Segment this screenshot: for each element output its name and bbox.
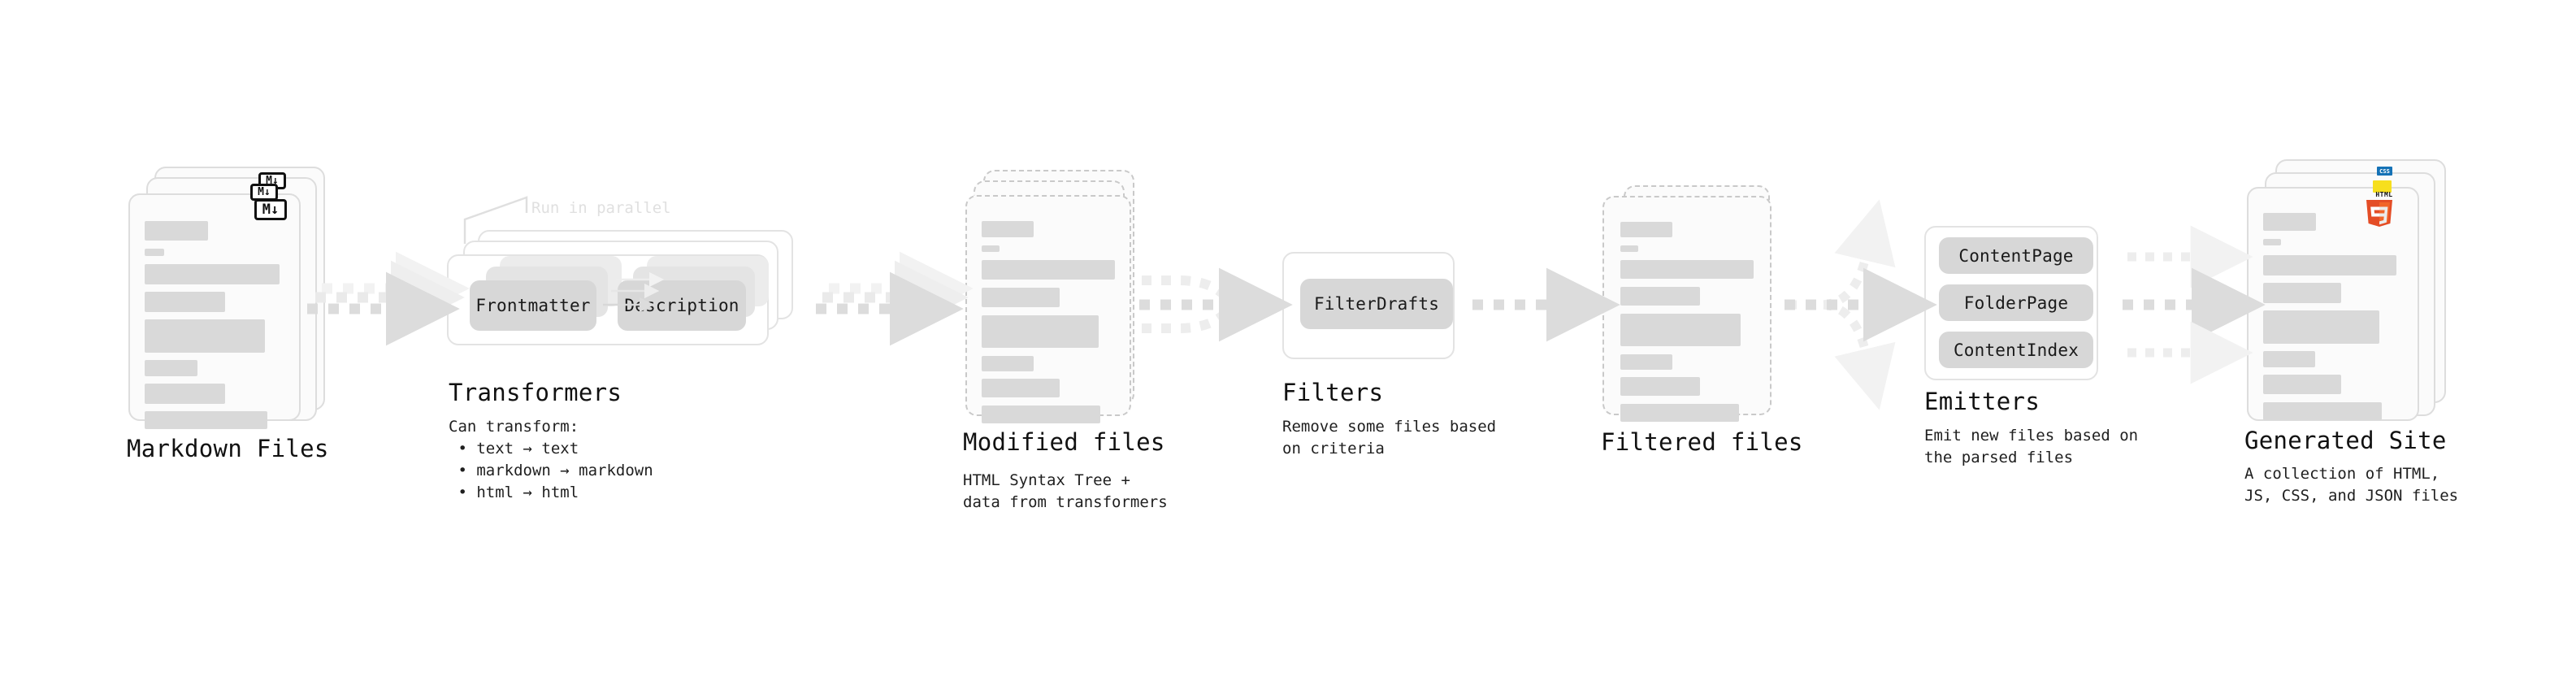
connector-filtered-to-emitters (1785, 199, 1937, 410)
chip-frontmatter[interactable]: Frontmatter (470, 280, 596, 331)
run-in-parallel-annotation: Run in parallel (531, 199, 671, 217)
filtered-card-front (1602, 196, 1772, 422)
stage-subtitle-transformers: Can transform: • text → text • markdown … (449, 418, 653, 501)
skeleton-line (2263, 213, 2316, 231)
modified-card-front (965, 195, 1131, 423)
css-badge: CSS (2377, 167, 2392, 176)
stage-subtitle-modified-files: HTML Syntax Tree + data from transformer… (963, 471, 1168, 511)
stage-title-modified-files: Modified files (963, 428, 1165, 456)
skeleton-line (1620, 287, 1700, 306)
skeleton-line (145, 319, 265, 353)
skeleton-line (2263, 310, 2379, 344)
skeleton-line (145, 360, 197, 376)
skeleton-line (145, 249, 164, 256)
markdown-badge-mid: M↓ (250, 184, 278, 201)
markdown-card-front (128, 193, 301, 429)
stage-subtitle-emitters: Emit new files based on the parsed files (1924, 427, 2139, 466)
chip-contentindex[interactable]: ContentIndex (1939, 332, 2093, 368)
skeleton-line (2263, 255, 2396, 275)
skeleton-line (982, 379, 1060, 397)
skeleton-line (145, 411, 267, 429)
stage-title-generated-site: Generated Site (2244, 427, 2447, 454)
stage-title-markdown-files: Markdown Files (127, 435, 329, 462)
connector-transformers-to-modified (816, 251, 974, 346)
chip-contentpage[interactable]: ContentPage (1939, 237, 2093, 274)
skeleton-line (1620, 314, 1741, 346)
connector-emitters-to-site (2123, 225, 2266, 384)
skeleton-line (145, 292, 225, 312)
stage-title-filters: Filters (1282, 379, 1384, 406)
skeleton-line (1620, 377, 1700, 396)
stage-subtitle-generated-site: A collection of HTML, JS, CSS, and JSON … (2244, 465, 2459, 505)
skeleton-line (2263, 375, 2341, 394)
js-badge (2373, 180, 2392, 193)
connector-modified-to-filters (1139, 267, 1293, 342)
skeleton-line (982, 356, 1034, 371)
chip-description[interactable]: Description (618, 280, 746, 331)
chip-folderpage[interactable]: FolderPage (1939, 284, 2093, 321)
stage-title-transformers: Transformers (449, 379, 622, 406)
site-card-front (2247, 187, 2419, 421)
skeleton-line (145, 384, 225, 404)
skeleton-line (1620, 404, 1739, 422)
skeleton-line (2263, 351, 2315, 367)
stage-title-emitters: Emitters (1924, 388, 2040, 415)
skeleton-line (145, 221, 208, 241)
skeleton-line (2263, 283, 2341, 303)
skeleton-line (1620, 354, 1672, 370)
skeleton-line (1620, 245, 1638, 252)
skeleton-line (982, 315, 1099, 348)
skeleton-line (1620, 260, 1754, 279)
skeleton-line (982, 260, 1115, 280)
skeleton-line (982, 288, 1060, 307)
skeleton-line (982, 245, 1000, 252)
stage-subtitle-filters: Remove some files based on criteria (1282, 418, 1497, 458)
skeleton-line (2263, 402, 2382, 420)
stage-title-filtered-files: Filtered files (1601, 428, 1803, 456)
skeleton-line (982, 406, 1100, 423)
skeleton-line (1620, 222, 1672, 237)
skeleton-line (145, 264, 280, 284)
skeleton-line (2263, 239, 2281, 245)
markdown-badge: M↓ (254, 199, 287, 220)
chip-filterdrafts[interactable]: FilterDrafts (1300, 279, 1453, 329)
skeleton-line (982, 221, 1034, 237)
